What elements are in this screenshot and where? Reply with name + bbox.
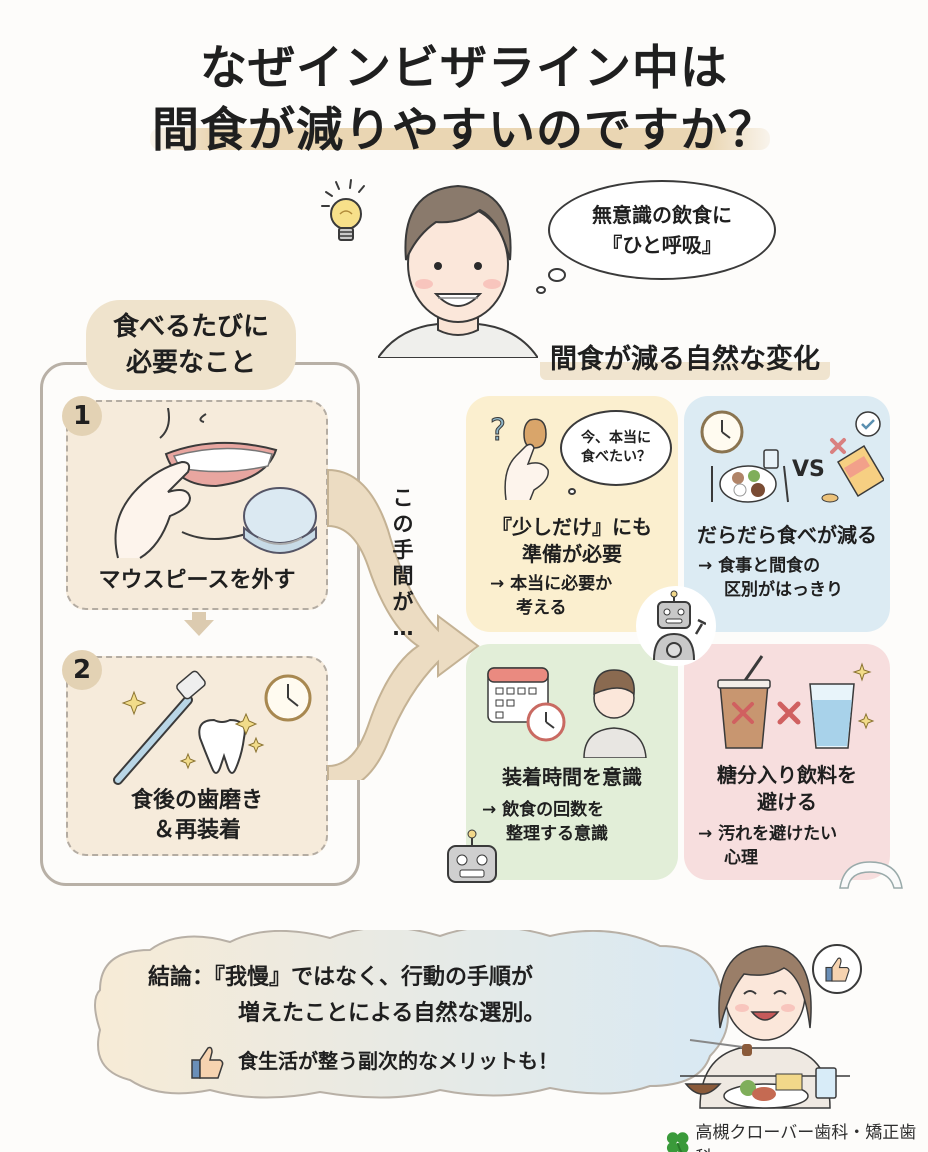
card-wear-time: 装着時間を意識 → 飲食の回数を 整理する意識 bbox=[466, 644, 678, 880]
step-1-label: マウスピースを外す bbox=[98, 568, 296, 593]
person-with-braces-illustration bbox=[378, 184, 538, 358]
step-1-box: マウスピースを外す bbox=[66, 400, 328, 610]
speech-bubble-dot bbox=[568, 488, 576, 495]
flow-char: の bbox=[392, 512, 414, 536]
title-line-2: 間食が減りやすいのですか？ bbox=[152, 103, 776, 158]
card-4-sub-line-1: → 汚れを避けたい bbox=[698, 824, 838, 844]
calendar-clock-person-illustration bbox=[487, 667, 647, 758]
step-2-label-line-1: 食後の歯磨き bbox=[130, 788, 263, 813]
speech-line-1: 今、本当に bbox=[581, 430, 651, 446]
aligner-tray-icon bbox=[839, 861, 903, 889]
thought-bubble-dot bbox=[536, 286, 546, 294]
conclusion-line-2: 増えたことによる自然な選別。 bbox=[238, 1001, 546, 1026]
flow-char: … bbox=[392, 616, 414, 640]
conclusion-cloud bbox=[94, 930, 729, 1099]
card-less-grazing: VS だらだら食べが減る → 食事と間食の 区別がはっきり bbox=[684, 396, 890, 632]
thought-bubble-dot bbox=[548, 268, 566, 282]
meal-vs-snack-illustration: VS bbox=[700, 410, 884, 503]
left-heading-line-2: 必要なこと bbox=[125, 348, 256, 378]
lightbulb-icon bbox=[321, 179, 365, 241]
thumbs-up-bubble bbox=[812, 944, 862, 994]
removing-aligner-illustration bbox=[114, 408, 317, 559]
card-2-title-line-1: だらだら食べが減る bbox=[697, 523, 877, 547]
thumbs-up-icon bbox=[191, 1046, 224, 1079]
flow-char: こ bbox=[392, 486, 414, 510]
flow-char: が bbox=[392, 590, 414, 614]
card-avoid-sugary-drinks: 糖分入り飲料を 避ける → 汚れを避けたい 心理 bbox=[684, 644, 890, 880]
clinic-name: 高槻クローバー歯科・矯正歯科 bbox=[695, 1123, 917, 1152]
merge-arrow-icon bbox=[327, 468, 480, 780]
vs-label: VS bbox=[792, 457, 825, 482]
thought-line-2: 『ひと呼吸』 bbox=[602, 233, 722, 257]
robot-icon bbox=[447, 829, 497, 883]
card-1-title-line-1: 『少しだけ』にも bbox=[492, 515, 652, 539]
flow-char: 間 bbox=[392, 564, 414, 588]
speech-bubble: 今、本当に 食べたい？ bbox=[560, 410, 672, 486]
down-arrow-icon bbox=[184, 620, 214, 636]
card-1-sub-line-2: 考える bbox=[516, 598, 567, 618]
conclusion-line-1: 結論：『我慢』ではなく、行動の手順が bbox=[148, 965, 534, 990]
sugary-drink-vs-water-illustration bbox=[717, 655, 875, 749]
svg-text:?: ? bbox=[490, 413, 506, 448]
step-1-number-badge: 1 bbox=[62, 396, 102, 436]
left-panel-heading: 食べるたびに 必要なこと bbox=[86, 300, 296, 390]
woman-eating-illustration bbox=[680, 945, 850, 1109]
title-line-1: なぜインビザライン中は bbox=[200, 41, 728, 96]
step-2-label-line-2: ＆再装着 bbox=[152, 818, 241, 843]
card-3-title-line-1: 装着時間を意識 bbox=[502, 765, 642, 789]
card-2-sub-line-2: 区別がはっきり bbox=[724, 580, 843, 600]
right-section-heading: 間食が減る自然な変化 bbox=[540, 340, 830, 380]
conclusion-benefit: 食生活が整う副次的なメリットも！ bbox=[238, 1049, 558, 1073]
robot-wrench-icon bbox=[653, 590, 706, 661]
thought-bubble: 無意識の飲食に 『ひと呼吸』 bbox=[548, 180, 776, 280]
card-4-title-line-1: 糖分入り飲料を bbox=[717, 763, 857, 787]
page-title: なぜインビザライン中は 間食が減りやすいのですか？ bbox=[0, 38, 928, 162]
card-3-sub-line-1: → 飲食の回数を bbox=[482, 800, 605, 820]
thumbs-up-icon bbox=[825, 957, 850, 982]
clinic-footer: 高槻クローバー歯科・矯正歯科 bbox=[664, 1118, 928, 1152]
card-1-sub-line-1: → 本当に必要か bbox=[490, 574, 613, 594]
card-1-title-line-2: 準備が必要 bbox=[522, 542, 622, 566]
thought-line-1: 無意識の飲食に bbox=[592, 203, 732, 227]
card-2-sub-line-1: → 食事と間食の bbox=[698, 556, 821, 576]
toothbrush-tooth-clock-illustration bbox=[113, 670, 312, 785]
clover-logo-icon bbox=[666, 1132, 689, 1152]
hand-cookie-question-illustration: ? bbox=[490, 413, 549, 500]
flow-char: 手 bbox=[392, 538, 414, 562]
left-heading-line-1: 食べるたびに bbox=[112, 312, 269, 342]
card-4-title-line-2: 避ける bbox=[757, 790, 817, 814]
flow-label-vertical: こ の 手 間 が … bbox=[388, 485, 418, 641]
card-3-sub-line-2: 整理する意識 bbox=[506, 824, 608, 844]
title-highlight bbox=[150, 128, 770, 150]
step-2-box: 食後の歯磨き ＆再装着 bbox=[66, 656, 328, 856]
step-2-number-badge: 2 bbox=[62, 650, 102, 690]
speech-line-2: 食べたい？ bbox=[581, 449, 651, 465]
card-4-sub-line-2: 心理 bbox=[724, 848, 758, 868]
down-arrow-stem bbox=[192, 612, 206, 622]
